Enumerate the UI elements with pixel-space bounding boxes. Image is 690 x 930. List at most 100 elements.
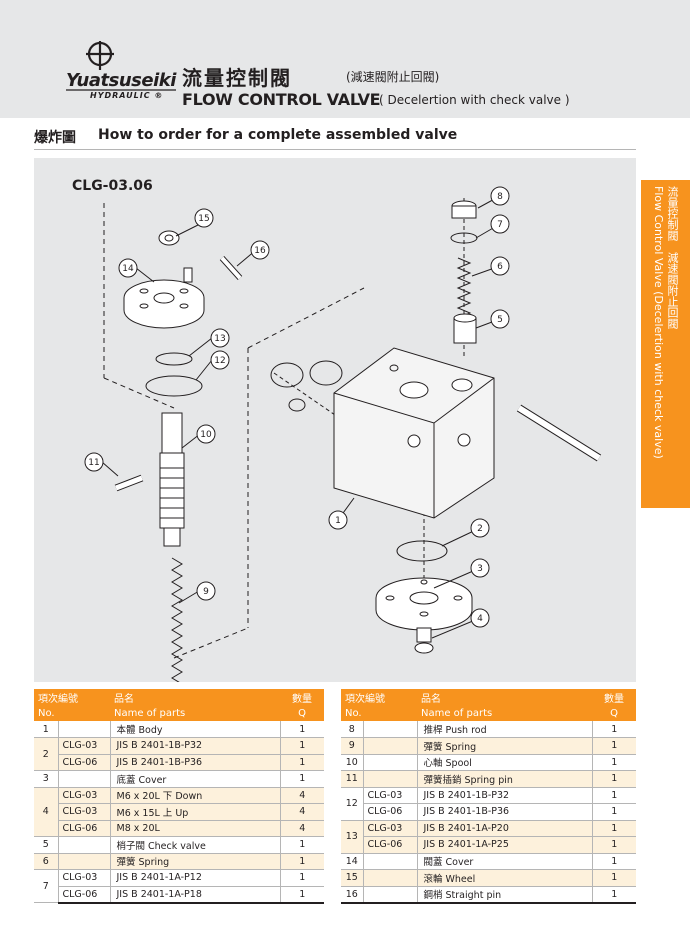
parts-table-right: 項次編號 品名 數量 No. Name of parts Q 8 推桿 Push…: [341, 689, 636, 904]
table-row: 9 彈簧 Spring 1: [341, 737, 636, 755]
table-row: CLG-06 JIS B 2401-1A-P18 1: [34, 886, 324, 904]
svg-text:11: 11: [88, 458, 99, 468]
callout-5: 5: [490, 309, 510, 329]
svg-text:6: 6: [497, 262, 503, 272]
row-no: 9: [341, 737, 363, 755]
row-name: M8 x 20L: [109, 820, 280, 837]
row-model: CLG-03: [57, 869, 110, 887]
row-name: 彈簧 Spring: [109, 853, 280, 870]
svg-text:10: 10: [200, 430, 212, 440]
row-name: M6 x 20L 下 Down: [109, 787, 280, 804]
row-name: JIS B 2401-1B-P32: [416, 787, 592, 804]
callout-6: 6: [490, 256, 510, 276]
callout-15: 15: [194, 208, 214, 228]
part-4-screw: [414, 627, 434, 654]
table-row: 1 本體 Body 1: [34, 721, 324, 738]
table-row: 14 閥蓋 Cover 1: [341, 853, 636, 870]
side-tab-text-cn: 流量控制閥 減速閥附止回閥: [666, 186, 679, 329]
part-3-cover: [375, 577, 473, 631]
row-qty: 4: [279, 820, 324, 837]
exploded-view-svg: 15 16 14 13 12 10 11 9 1 8 7 6 5 2 3 4: [84, 186, 602, 682]
row-no: 14: [341, 853, 363, 870]
row-qty: 1: [279, 836, 324, 854]
row-no: 10: [341, 754, 363, 771]
part-2-o-ring: [396, 540, 448, 562]
table-row: 15 滾輪 Wheel 1: [341, 869, 636, 887]
part-14-cover: [123, 267, 205, 329]
row-name: JIS B 2401-1B-P32: [109, 737, 280, 755]
header-no-cn: 項次編號: [341, 689, 417, 706]
header-no-en: No.: [341, 706, 417, 721]
svg-text:1: 1: [335, 516, 341, 526]
svg-text:5: 5: [497, 315, 503, 325]
row-model: [362, 886, 417, 904]
row-model: CLG-03: [57, 803, 110, 821]
table-row: 2 CLG-03 JIS B 2401-1B-P32 1: [34, 737, 324, 771]
callout-16: 16: [250, 240, 270, 260]
row-name: 梢子閥 Check valve: [109, 836, 280, 854]
header-name-en: Name of parts: [417, 706, 592, 721]
logo-brand: Yuatsuseiki: [66, 70, 176, 91]
row-qty: 1: [591, 787, 636, 804]
table-row: 13 CLG-03 JIS B 2401-1A-P20 1: [341, 820, 636, 854]
callout-11: 11: [84, 452, 104, 472]
row-qty: 1: [591, 803, 636, 821]
part-16-straight-pin: [219, 255, 243, 281]
row-name: 彈簧插銷 Spring pin: [416, 770, 592, 788]
row-qty: 1: [591, 754, 636, 771]
row-model: [362, 721, 417, 738]
table-row: CLG-06 M8 x 20L 4: [34, 820, 324, 837]
callout-10: 10: [196, 424, 216, 444]
row-model: [57, 770, 110, 788]
row-qty: 1: [591, 869, 636, 887]
row-name: JIS B 2401-1A-P20: [416, 820, 592, 837]
row-no: 6: [34, 853, 58, 870]
part-8-push-rod: [451, 200, 477, 219]
exploded-view-drawing: CLG-03.06: [34, 158, 636, 682]
part-1-body: [333, 347, 495, 519]
table-row: 6 彈簧 Spring 1: [34, 853, 324, 870]
row-model: CLG-03: [362, 820, 417, 837]
callout-9: 9: [196, 581, 216, 601]
part-11-spring-pin: [114, 474, 144, 492]
row-model: [362, 737, 417, 755]
row-name: JIS B 2401-1B-P36: [416, 803, 592, 821]
callout-1: 1: [328, 510, 348, 530]
row-name: JIS B 2401-1A-P12: [109, 869, 280, 887]
header-qty-en: Q: [592, 706, 636, 721]
row-qty: 4: [279, 803, 324, 821]
model-code: CLG-03.06: [72, 178, 153, 194]
body-bolt: [516, 404, 602, 462]
logo-subtitle: HYDRAULIC ®: [90, 91, 164, 100]
left-o-ring-c: [288, 398, 306, 412]
row-qty: 1: [591, 737, 636, 755]
part-10-spool: [159, 412, 185, 547]
table-row: CLG-03 M6 x 15L 上 Up 4: [34, 803, 324, 821]
part-7-o-ring: [450, 232, 478, 244]
svg-text:2: 2: [477, 524, 483, 534]
table-row: 7 CLG-03 JIS B 2401-1A-P12 1: [34, 869, 324, 903]
left-o-ring-a: [270, 362, 304, 388]
svg-text:4: 4: [477, 614, 483, 624]
row-no: 11: [341, 770, 363, 788]
row-qty: 1: [279, 754, 324, 771]
svg-text:9: 9: [203, 587, 209, 597]
side-tab-text: 流量控制閥 減速閥附止回閥 Flow Control Valve (Decele…: [651, 186, 679, 459]
part-9-spring: [171, 557, 183, 682]
svg-text:13: 13: [214, 334, 225, 344]
part-5-check-valve: [453, 313, 477, 344]
row-model: CLG-03: [362, 787, 417, 804]
table-row: 11 彈簧插銷 Spring pin 1: [341, 770, 636, 788]
part-6-spring: [456, 257, 472, 324]
row-model: CLG-06: [362, 836, 417, 854]
row-qty: 1: [279, 886, 324, 904]
table-row: CLG-06 JIS B 2401-1B-P36 1: [341, 803, 636, 821]
header-qty-cn: 數量: [280, 689, 324, 706]
row-name: 心軸 Spool: [416, 754, 592, 771]
row-model: CLG-06: [57, 820, 110, 837]
row-name: 鋼梢 Straight pin: [416, 886, 592, 904]
row-model: CLG-03: [57, 737, 110, 755]
part-12-o-ring: [145, 375, 203, 397]
section-title-en: How to order for a complete assembled va…: [98, 127, 458, 143]
company-logo: Yuatsuseiki HYDRAULIC ®: [60, 40, 180, 108]
